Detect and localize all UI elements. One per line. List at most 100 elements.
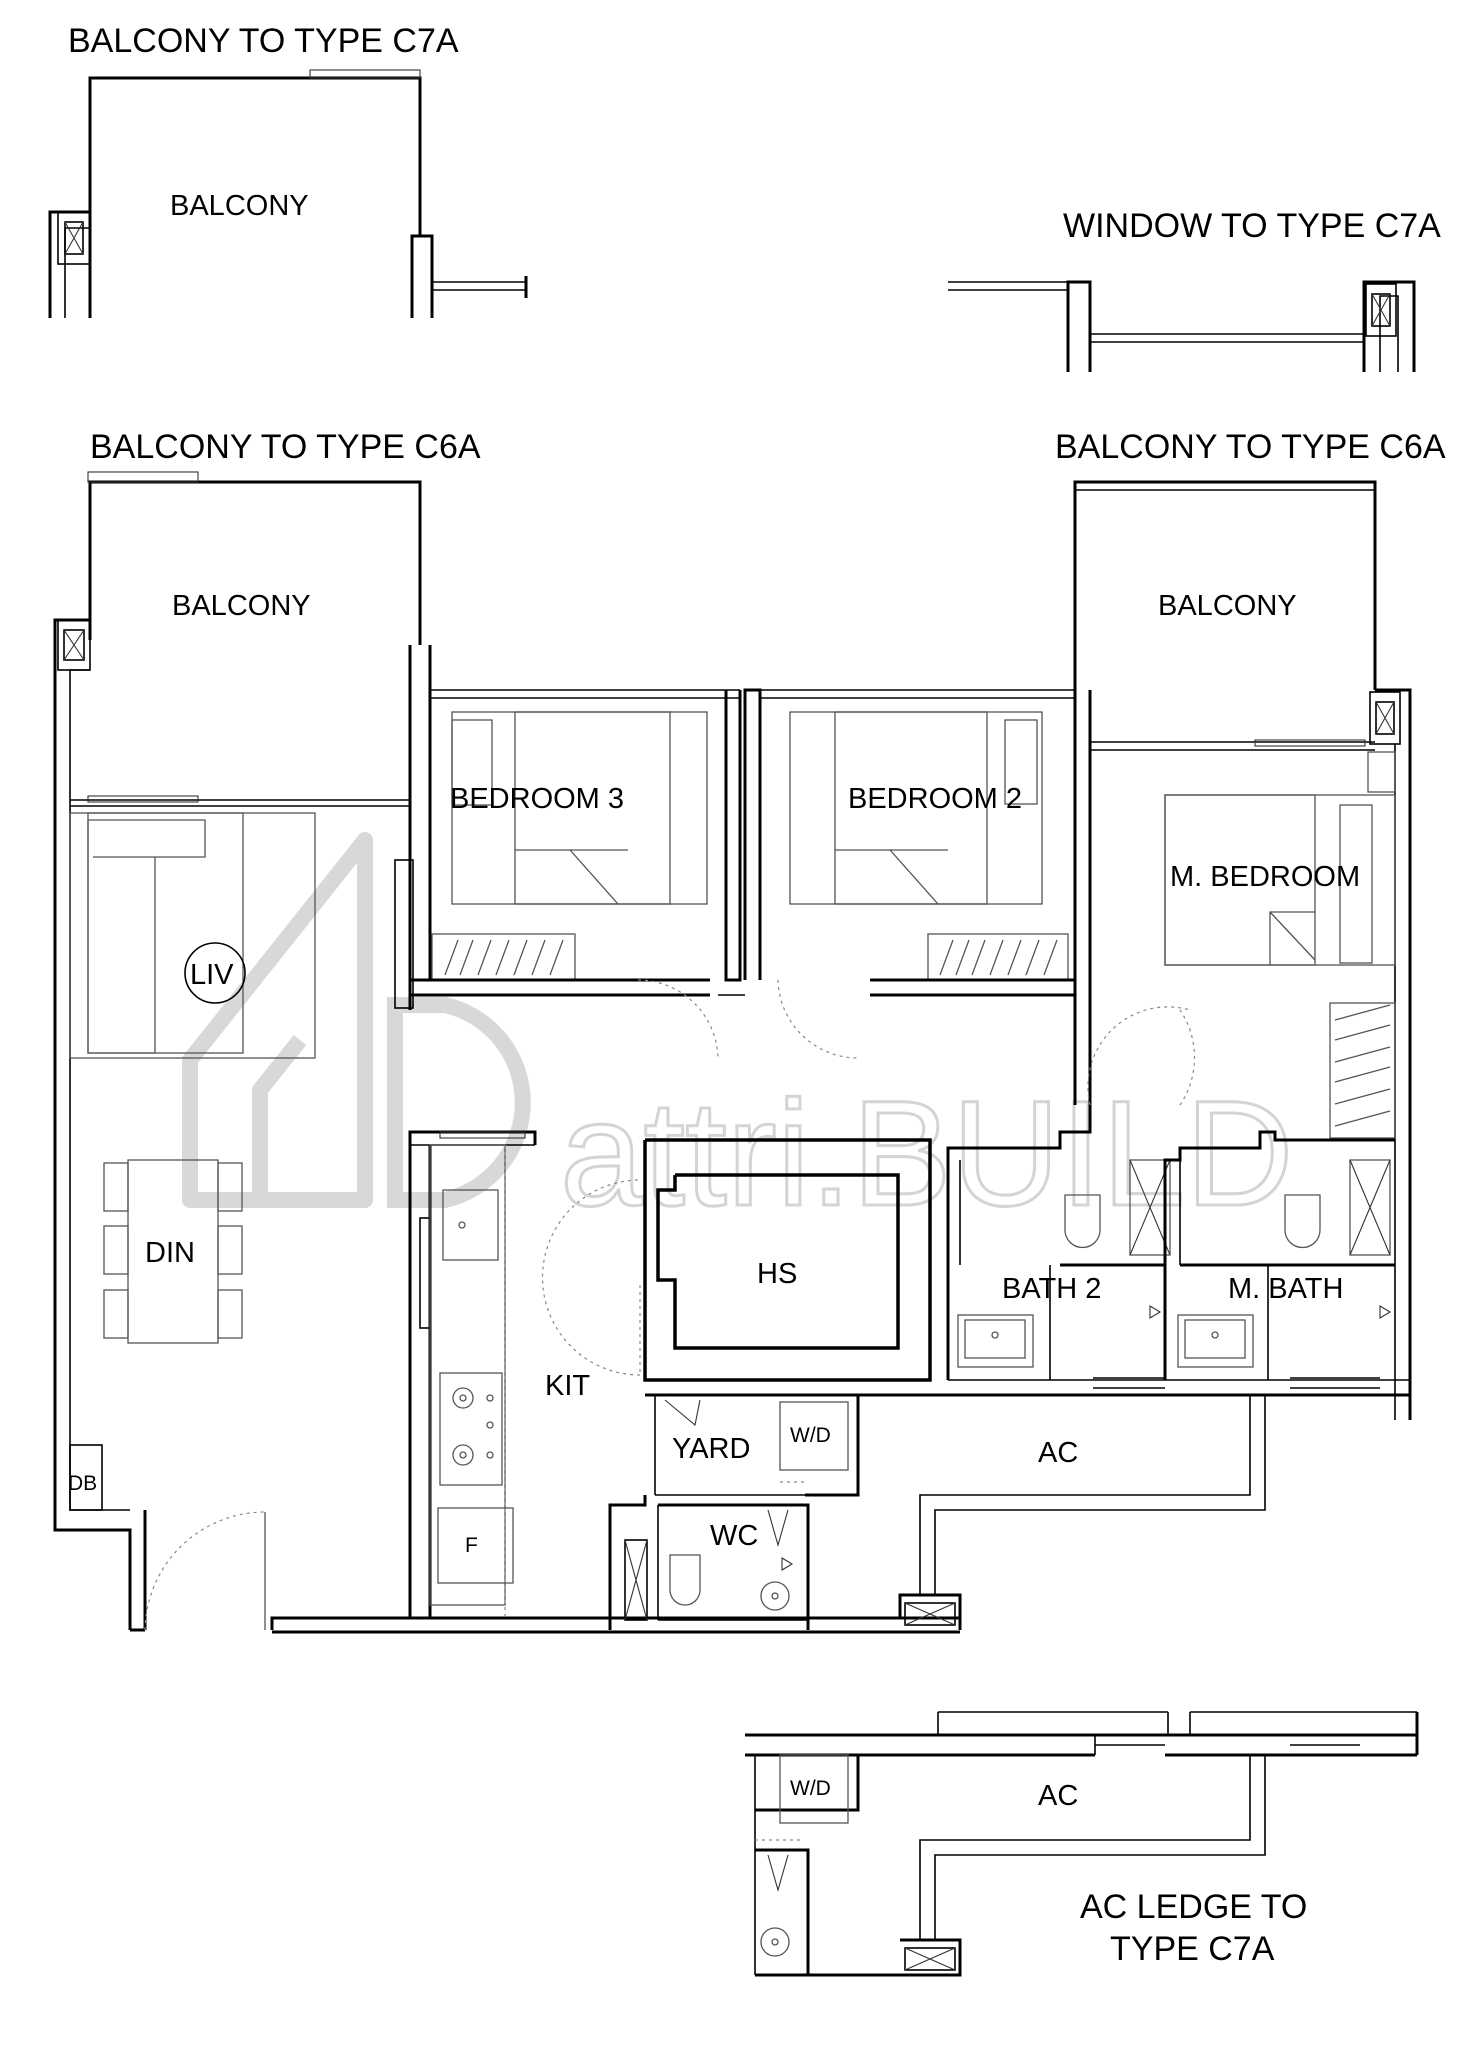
wc-door [767, 1509, 789, 1548]
label-wc: WC [710, 1520, 758, 1552]
wardrobe-hangers [1334, 1004, 1391, 1127]
knob [486, 1451, 494, 1459]
heading-balcony-c6a-right: BALCONY TO TYPE C6A [1055, 428, 1446, 466]
wall [724, 690, 742, 982]
ac-box-cross [904, 1947, 956, 1971]
watermark-text: attri.BUILD [560, 1069, 1294, 1237]
ac-box-cross [904, 1602, 956, 1626]
shower-cross [1129, 1159, 1171, 1256]
wall [755, 1755, 860, 1812]
tap [1211, 1331, 1219, 1339]
hs-outer-wall [643, 1138, 932, 1382]
basin [760, 1581, 790, 1611]
label-balcony-c7a: BALCONY [170, 190, 309, 222]
duct-box [63, 629, 85, 661]
label-bath-2: BATH 2 [1002, 1273, 1101, 1305]
label-balcony-right: BALCONY [1158, 590, 1297, 622]
heading-ac-ledge-line2: TYPE C7A [1110, 1930, 1275, 1968]
duct [624, 1539, 648, 1621]
wall [806, 1593, 962, 1630]
chair [217, 1225, 243, 1275]
wall-outer-left [53, 618, 132, 1630]
ac-ledge-edge [919, 1395, 1251, 1595]
wardrobe-hangers [444, 939, 564, 976]
basin [760, 1927, 790, 1957]
wc-door [767, 1854, 789, 1893]
chair [217, 1289, 243, 1339]
ac-ledge-c7a-plan: W/D AC AC LEDGE TO TYPE C7A [745, 1711, 1419, 1977]
window-sill [87, 471, 199, 483]
wall [1210, 1380, 1412, 1397]
basin-drain [771, 1938, 779, 1946]
ac-ledge: AC [806, 1395, 1266, 1630]
shower-head [1149, 1305, 1162, 1319]
wall [310, 76, 422, 236]
wall [805, 1395, 860, 1497]
basin-drain [771, 1592, 779, 1600]
heading-balcony-c6a-left: BALCONY TO TYPE C6A [90, 428, 481, 466]
label-wd: W/D [790, 1424, 831, 1447]
bath-2: BATH 2 [946, 1105, 1210, 1397]
toilet [669, 1554, 701, 1606]
shower-head [1379, 1305, 1392, 1319]
sofa-seat [87, 819, 206, 1054]
duct-box [64, 221, 84, 255]
burner [452, 1444, 474, 1466]
door-stopper [664, 1399, 701, 1427]
watermark-logo-d [387, 997, 531, 1208]
kitchen: F KIT [408, 1130, 641, 1618]
label-ac: AC [1038, 1437, 1078, 1469]
door-panel [87, 795, 199, 803]
duct-cross [1375, 701, 1395, 735]
knob [486, 1421, 494, 1429]
vanity [957, 1314, 1034, 1368]
wardrobe-hangers [939, 939, 1058, 976]
balcony-c7a-plan: BALCONY TO TYPE C7A BALCONY [48, 22, 528, 318]
sink-drain [458, 1221, 466, 1229]
wall [1073, 480, 1377, 690]
heading-window-c7a: WINDOW TO TYPE C7A [1063, 207, 1441, 245]
label-bedroom-3: BEDROOM 3 [450, 783, 624, 815]
db-box [69, 1444, 103, 1511]
wall [410, 234, 434, 318]
label-db: DB [68, 1472, 97, 1495]
nightstand [1367, 751, 1396, 793]
wc: WC [657, 1503, 810, 1630]
duct [57, 211, 91, 265]
wall [1066, 280, 1092, 372]
basin [1184, 1319, 1246, 1359]
yard: W/D YARD [608, 1393, 948, 1630]
duct-cross [64, 221, 84, 255]
burner [452, 1387, 474, 1409]
master-bedroom: M. BEDROOM [1087, 751, 1396, 1139]
wall [1163, 1130, 1395, 1380]
label-balcony-left: BALCONY [172, 590, 311, 622]
shower-head [781, 1557, 794, 1571]
door-swing [541, 1179, 641, 1376]
master-bath: M. BATH [1163, 1130, 1412, 1397]
ac-box [904, 1602, 956, 1626]
bed [514, 711, 671, 905]
living-point [184, 942, 246, 1004]
window-sill [439, 1131, 526, 1139]
wardrobe [431, 933, 576, 981]
shower [1349, 1159, 1391, 1256]
label-fridge: F [465, 1534, 478, 1557]
label-liv: LIV [190, 959, 234, 991]
chair [103, 1162, 129, 1212]
label-din: DIN [145, 1237, 195, 1269]
door-swing [637, 979, 719, 1059]
wall [64, 227, 90, 318]
duct-box [1371, 293, 1391, 327]
bed-sheet [1269, 911, 1316, 965]
label-master-bath: M. BATH [1228, 1273, 1343, 1305]
washer-dryer [779, 1754, 849, 1824]
duct-box [1375, 701, 1395, 735]
heading-balcony-c7a: BALCONY TO TYPE C7A [68, 22, 459, 60]
window-sill [309, 69, 421, 79]
label-wd-c7a: W/D [790, 1777, 831, 1800]
bed [834, 711, 988, 905]
household-shelter: HS [639, 1138, 932, 1382]
window-c7a-plan: WINDOW TO TYPE C7A [948, 207, 1441, 372]
ac-box [904, 1947, 956, 1971]
